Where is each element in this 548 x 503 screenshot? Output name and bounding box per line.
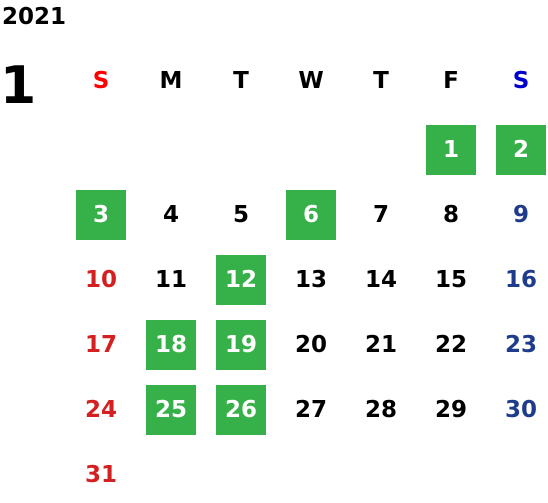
weekday-header-mon: M bbox=[159, 68, 183, 94]
date-cell: 10 bbox=[84, 267, 117, 293]
date-cell: 13 bbox=[294, 267, 327, 293]
date-cell: 31 bbox=[84, 462, 117, 488]
highlighted-date-cell: 19 bbox=[216, 320, 266, 370]
date-cell: 8 bbox=[442, 202, 459, 228]
weekday-header-tue: T bbox=[233, 68, 249, 94]
weekday-header-thu: T bbox=[373, 68, 389, 94]
month-label: 1 bbox=[0, 56, 37, 116]
date-cell: 27 bbox=[294, 397, 327, 423]
date-cell: 4 bbox=[162, 202, 179, 228]
date-cell: 9 bbox=[512, 202, 529, 228]
highlighted-date-cell: 3 bbox=[76, 190, 126, 240]
weekday-header-wed: W bbox=[298, 68, 324, 94]
date-cell: 30 bbox=[504, 397, 537, 423]
date-cell: 15 bbox=[434, 267, 467, 293]
highlighted-date-cell: 2 bbox=[496, 125, 546, 175]
highlighted-date-cell: 1 bbox=[426, 125, 476, 175]
date-cell: 7 bbox=[372, 202, 389, 228]
date-cell: 16 bbox=[504, 267, 537, 293]
highlighted-date-cell: 25 bbox=[146, 385, 196, 435]
date-cell: 24 bbox=[84, 397, 117, 423]
date-cell: 5 bbox=[232, 202, 249, 228]
highlighted-date-cell: 26 bbox=[216, 385, 266, 435]
date-cell: 21 bbox=[364, 332, 397, 358]
year-label: 2021 bbox=[2, 4, 67, 30]
highlighted-date-cell: 12 bbox=[216, 255, 266, 305]
weekday-header-fri: F bbox=[443, 68, 459, 94]
date-cell: 17 bbox=[84, 332, 117, 358]
date-cell: 22 bbox=[434, 332, 467, 358]
highlighted-date-cell: 6 bbox=[286, 190, 336, 240]
date-cell: 20 bbox=[294, 332, 327, 358]
date-cell: 14 bbox=[364, 267, 397, 293]
date-cell: 28 bbox=[364, 397, 397, 423]
highlighted-date-cell: 18 bbox=[146, 320, 196, 370]
date-cell: 29 bbox=[434, 397, 467, 423]
date-cell: 11 bbox=[154, 267, 187, 293]
date-cell: 23 bbox=[504, 332, 537, 358]
weekday-header-sat: S bbox=[512, 68, 530, 94]
weekday-header-sun: S bbox=[92, 68, 110, 94]
